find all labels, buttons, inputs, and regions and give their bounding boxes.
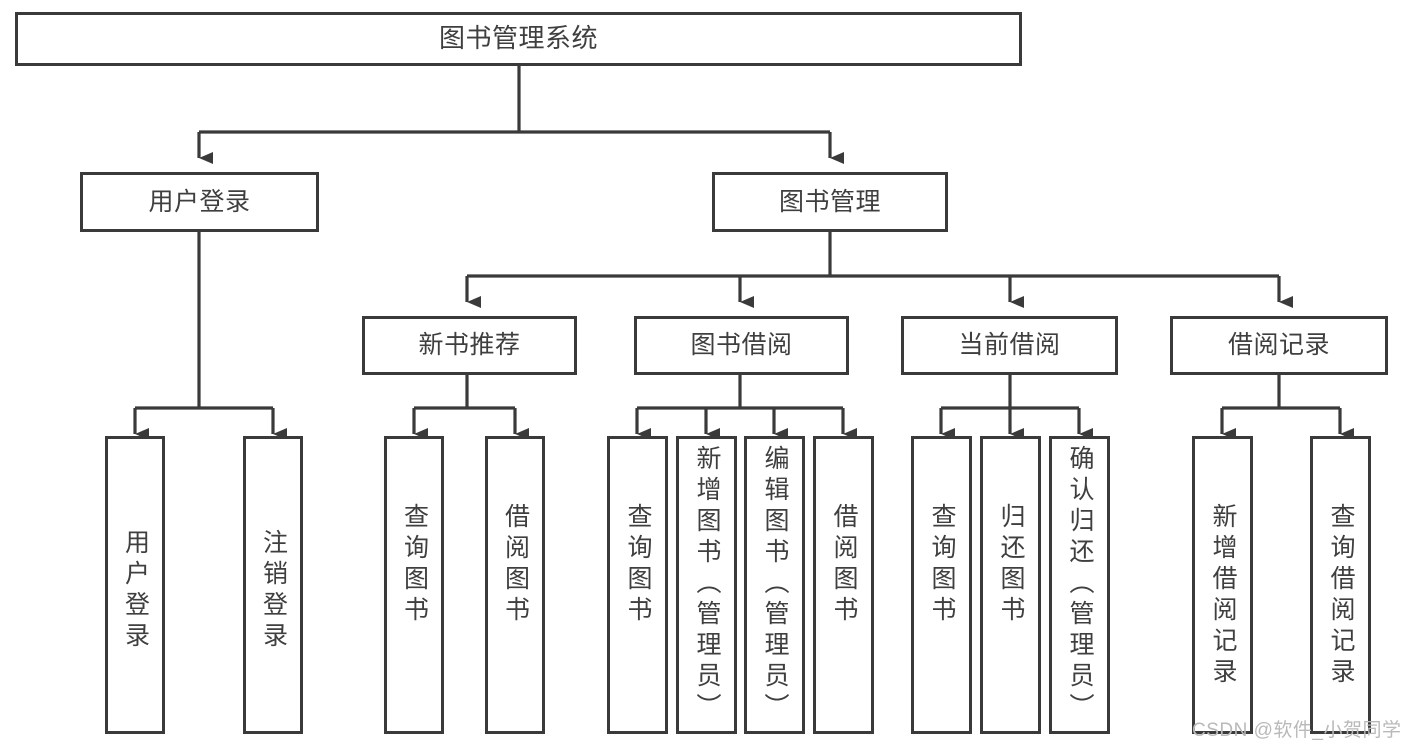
node-label: 图书管理 [778, 187, 881, 216]
leaf-label: 注销登录 [259, 529, 288, 653]
leaf-label: 查询图书 [400, 503, 429, 627]
leaf-label: 查询借阅记录 [1327, 503, 1355, 689]
leaf-add-book-admin[interactable]: 新增图书（管理员） [676, 436, 737, 734]
leaf-user-logout[interactable]: 注销登录 [243, 436, 303, 734]
leaf-label: 查询图书 [624, 503, 652, 627]
node-label: 图书管理系统 [438, 23, 598, 54]
leaf-label: 确认归还（管理员） [1066, 445, 1094, 724]
node-label: 用户登录 [148, 187, 251, 216]
node-book-management[interactable]: 图书管理 [712, 172, 948, 232]
leaf-return-book[interactable]: 归还图书 [980, 436, 1041, 734]
leaf-query-book-borrow[interactable]: 查询图书 [607, 436, 668, 734]
leaf-add-borrow-record[interactable]: 新增借阅记录 [1192, 436, 1253, 734]
leaf-label: 借阅图书 [501, 503, 530, 627]
node-root-system[interactable]: 图书管理系统 [15, 12, 1022, 66]
leaf-label: 查询图书 [928, 503, 956, 627]
leaf-label: 编辑图书（管理员） [761, 445, 789, 724]
node-book-borrow[interactable]: 图书借阅 [634, 316, 849, 375]
node-label: 新书推荐 [418, 331, 521, 360]
leaf-label: 新增借阅记录 [1209, 503, 1237, 689]
leaf-edit-book-admin[interactable]: 编辑图书（管理员） [744, 436, 805, 734]
node-borrow-record[interactable]: 借阅记录 [1170, 316, 1388, 375]
leaf-borrow-book-recommend[interactable]: 借阅图书 [485, 436, 545, 734]
leaf-user-login[interactable]: 用户登录 [105, 436, 165, 734]
leaf-query-book-current[interactable]: 查询图书 [911, 436, 972, 734]
leaf-borrow-book[interactable]: 借阅图书 [813, 436, 874, 734]
node-label: 图书借阅 [690, 331, 793, 360]
node-new-book-recommend[interactable]: 新书推荐 [362, 316, 577, 375]
node-user-login[interactable]: 用户登录 [80, 172, 319, 232]
leaf-query-borrow-record[interactable]: 查询借阅记录 [1310, 436, 1371, 734]
leaf-query-book-recommend[interactable]: 查询图书 [384, 436, 444, 734]
node-label: 借阅记录 [1227, 331, 1330, 360]
leaf-confirm-return-admin[interactable]: 确认归还（管理员） [1049, 436, 1110, 734]
leaf-label: 归还图书 [997, 503, 1025, 627]
node-current-borrow[interactable]: 当前借阅 [901, 316, 1118, 375]
node-label: 当前借阅 [958, 331, 1061, 360]
leaf-label: 用户登录 [121, 529, 150, 653]
csdn-watermark: CSDN @软件_小贺同学 [1192, 720, 1402, 741]
leaf-label: 新增图书（管理员） [693, 445, 721, 724]
leaf-label: 借阅图书 [830, 503, 858, 627]
